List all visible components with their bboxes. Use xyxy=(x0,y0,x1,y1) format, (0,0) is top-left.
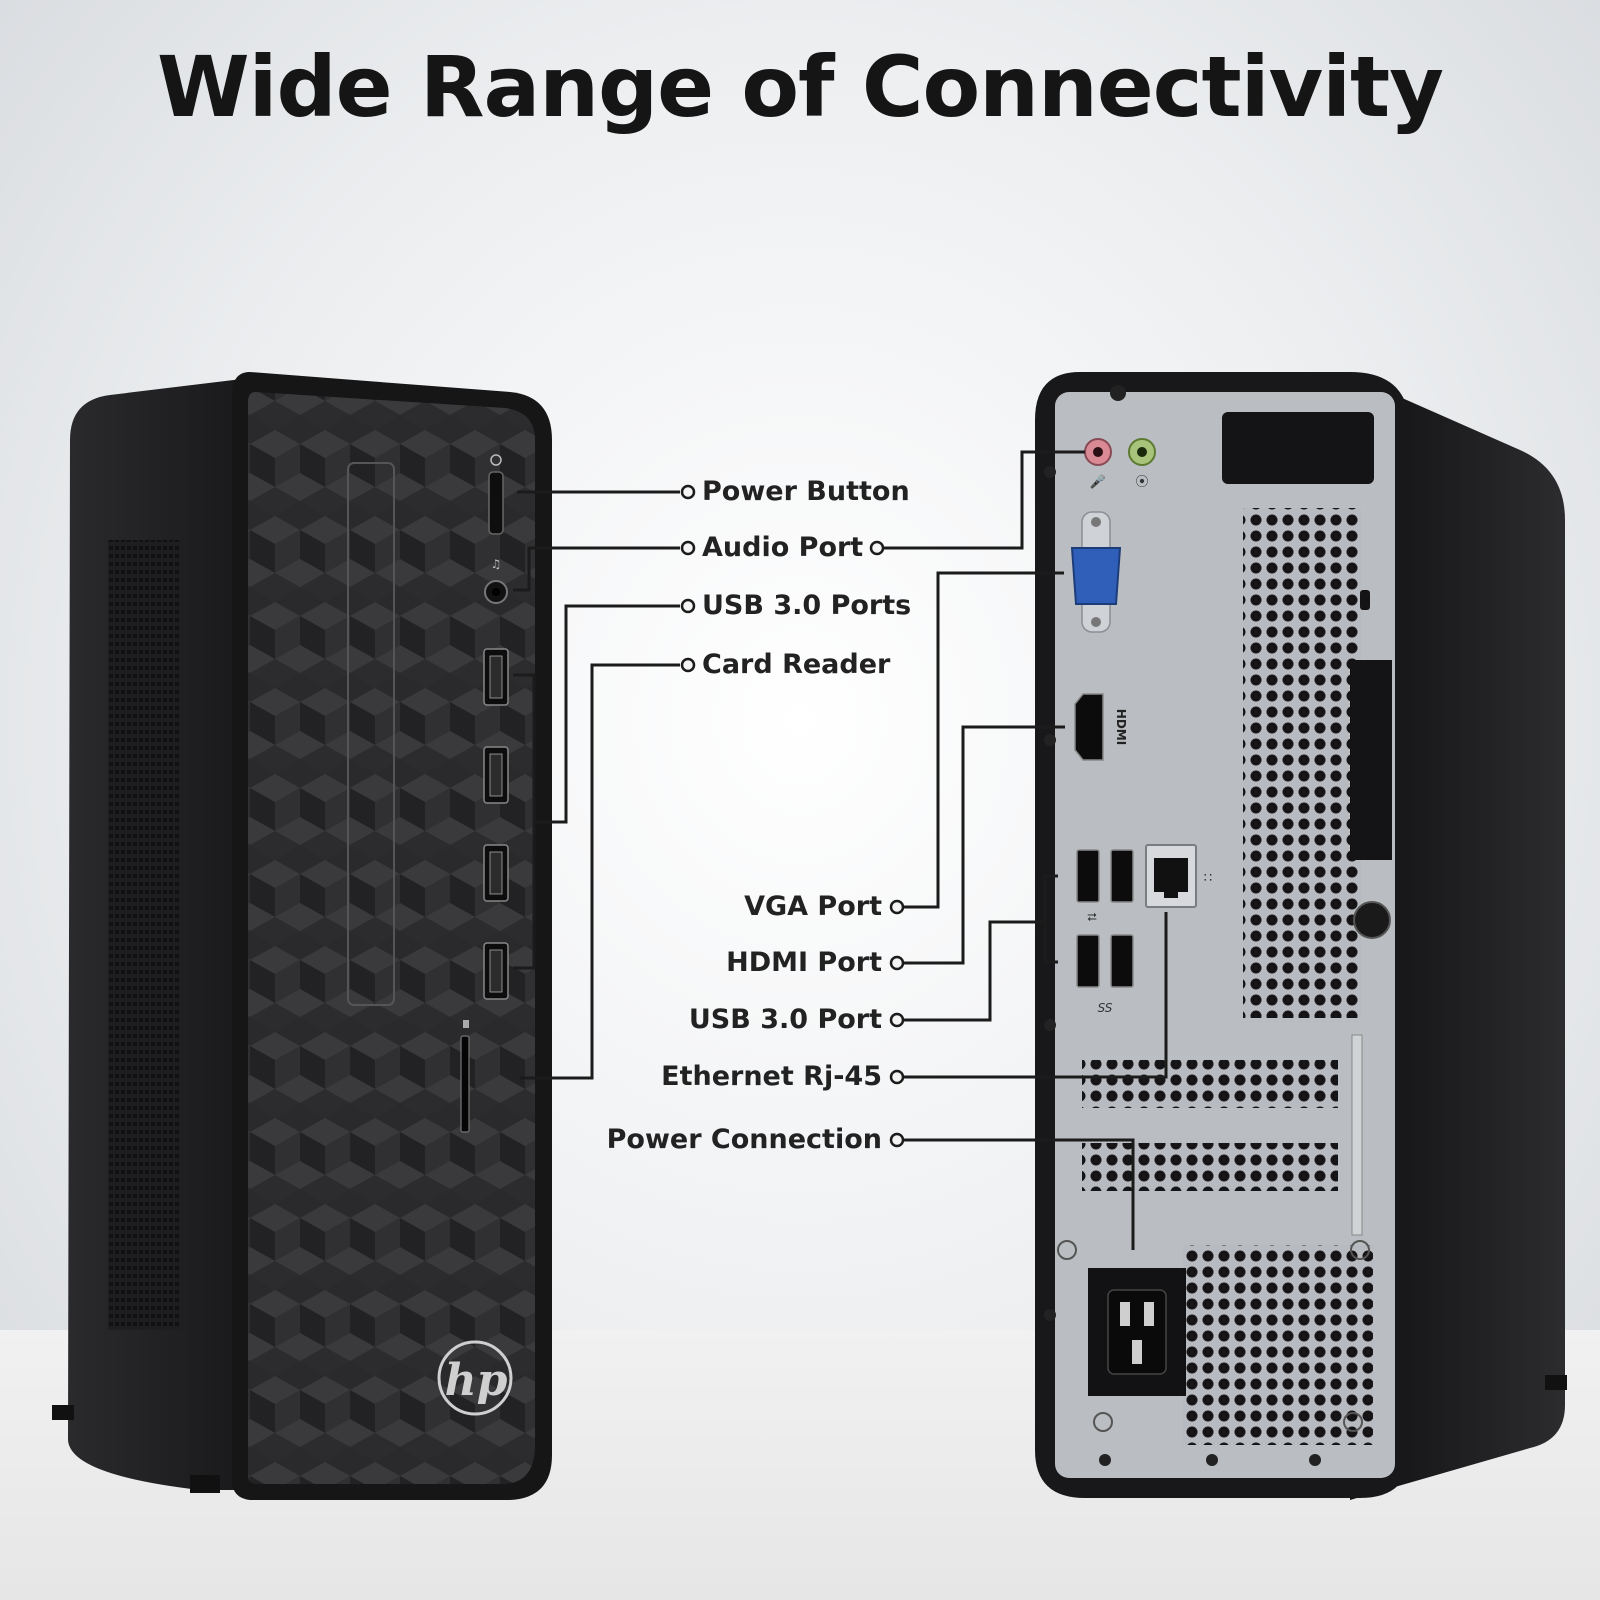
network-icon: ∷ xyxy=(1204,871,1212,886)
tower-foot xyxy=(190,1475,220,1493)
callout-audio-rear xyxy=(877,450,1085,550)
callout-dot xyxy=(889,1132,905,1148)
thumb-screw[interactable] xyxy=(1353,901,1391,939)
label-power-button: Power Button xyxy=(702,476,910,507)
usb-port[interactable] xyxy=(1076,849,1100,903)
callout-dot xyxy=(680,540,696,556)
screw xyxy=(1044,1019,1056,1031)
usb-icon: ⮂ xyxy=(1087,910,1097,924)
label-audio-port: Audio Port xyxy=(702,532,864,563)
callout-dot xyxy=(889,1069,905,1085)
side-vent xyxy=(108,540,180,1330)
callout-dot xyxy=(889,899,905,915)
callout-hdmi-port xyxy=(897,725,1065,965)
tower-foot xyxy=(52,1405,74,1420)
screw xyxy=(1309,1454,1321,1466)
callout-dot xyxy=(889,1012,905,1028)
callout-lines xyxy=(513,450,1168,1250)
page-title: Wide Range of Connectivity xyxy=(157,38,1444,136)
lock-slot[interactable] xyxy=(1360,590,1370,610)
callout-vga-port xyxy=(897,571,1064,909)
callout-dot xyxy=(680,484,696,500)
callout-audio-port xyxy=(513,546,680,592)
callout-dot xyxy=(680,657,696,673)
callout-card-reader xyxy=(520,663,680,1080)
line-in-jack[interactable]: ⦿ xyxy=(1128,438,1156,490)
optical-drive-bay xyxy=(347,462,395,1006)
callout-power-connection xyxy=(897,1138,1135,1250)
power-icon xyxy=(490,454,502,466)
card-reader-slot[interactable] xyxy=(460,1020,470,1133)
svg-text:hp: hp xyxy=(445,1355,508,1406)
front-tower: ♫ hp xyxy=(52,372,552,1500)
screw xyxy=(1044,1309,1056,1321)
expansion-slots xyxy=(1082,1034,1363,1236)
usb-port[interactable] xyxy=(1076,934,1100,988)
screw xyxy=(1110,385,1126,401)
rear-tower: 🎤 ⦿ HDMI ⮂ SS ∷ xyxy=(1035,372,1567,1500)
power-supply xyxy=(1057,1240,1373,1445)
screw xyxy=(1044,466,1056,478)
power-button[interactable] xyxy=(488,454,504,535)
callout-usb-ports xyxy=(513,604,680,970)
callout-ethernet xyxy=(897,912,1168,1079)
usb-port[interactable] xyxy=(1110,849,1134,903)
callout-dot xyxy=(889,955,905,971)
hdmi-marking: HDMI xyxy=(1114,709,1128,745)
label-hdmi-port: HDMI Port xyxy=(726,947,882,978)
label-ethernet: Ethernet Rj-45 xyxy=(661,1061,882,1092)
label-card-reader: Card Reader xyxy=(702,649,891,680)
ethernet-port[interactable]: ∷ xyxy=(1145,844,1212,908)
screw xyxy=(1044,734,1056,746)
handle-block xyxy=(1222,412,1374,484)
headphone-icon: ♫ xyxy=(491,557,502,571)
audio-jack[interactable]: ♫ xyxy=(484,557,508,604)
label-vga-port: VGA Port xyxy=(744,891,882,922)
tower-foot xyxy=(1545,1375,1567,1390)
psu-grille xyxy=(1183,1245,1373,1445)
screw xyxy=(1099,1454,1111,1466)
mic-icon: 🎤 xyxy=(1090,473,1106,490)
side-latch xyxy=(1350,660,1392,860)
screw xyxy=(1206,1454,1218,1466)
front-usb-ports xyxy=(483,648,509,1000)
hdmi-port[interactable]: HDMI xyxy=(1074,693,1128,761)
fan-grille xyxy=(1243,508,1361,1018)
hp-logo: hp xyxy=(437,1340,513,1416)
label-usb-port: USB 3.0 Port xyxy=(688,1004,882,1035)
label-power-connection: Power Connection xyxy=(606,1124,882,1155)
rear-usb-ports: ⮂ SS xyxy=(1076,849,1134,1015)
callout-usb-port xyxy=(897,874,1058,1022)
callout-dot xyxy=(869,540,885,556)
sd-card-icon xyxy=(463,1020,469,1028)
vga-port[interactable] xyxy=(1070,511,1122,633)
callout-dots xyxy=(680,484,905,1148)
front-panel xyxy=(248,392,535,1484)
label-usb-ports: USB 3.0 Ports xyxy=(702,590,912,621)
callout-dot xyxy=(680,598,696,614)
ss-usb-marking: SS xyxy=(1098,1001,1113,1015)
line-out-icon: ⦿ xyxy=(1135,475,1148,490)
mic-jack[interactable]: 🎤 xyxy=(1084,438,1112,490)
usb-port[interactable] xyxy=(1110,934,1134,988)
